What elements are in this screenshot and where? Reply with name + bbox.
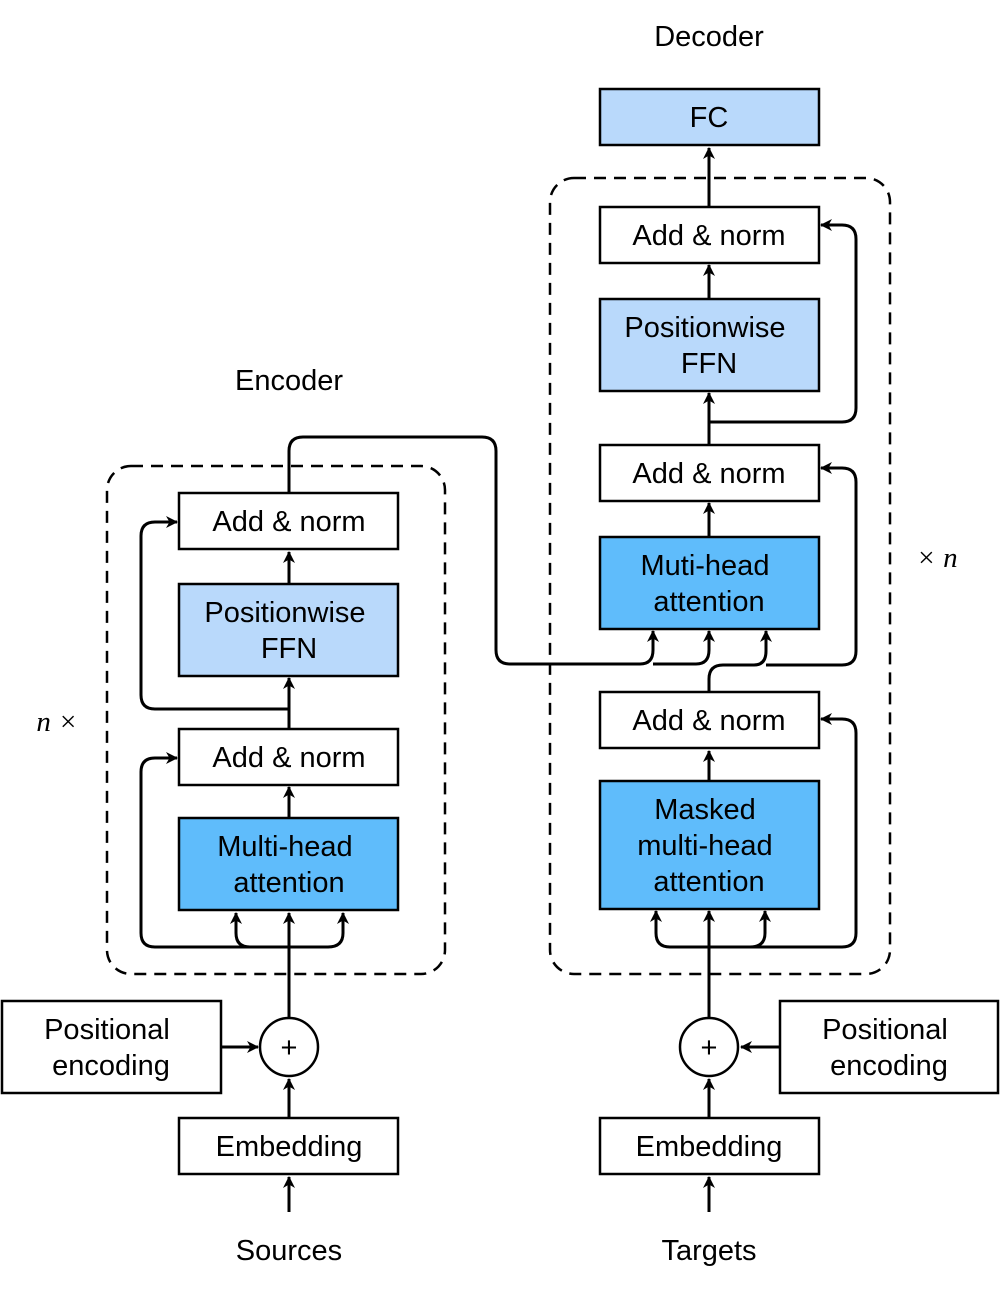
encoder-layer-region xyxy=(105,464,447,976)
encoder-ffn: Positionwise FFN xyxy=(177,582,400,678)
decoder-connectors xyxy=(650,147,858,1212)
svg-text:Positional encoding: Positional encoding xyxy=(44,1014,178,1082)
encoder-connectors xyxy=(139,435,715,1212)
encoder-add-norm-bottom-label: Add & norm xyxy=(212,742,365,774)
decoder-cross-attention: Muti-head attention xyxy=(598,535,821,631)
decoder-masked-line-1: Masked xyxy=(654,794,756,826)
decoder-embedding: Embedding xyxy=(598,1116,821,1176)
encoder-positional-line-2: encoding xyxy=(52,1050,170,1082)
decoder-ffn-line-2: FFN xyxy=(681,348,737,380)
decoder-masked-attention: Masked multi-head attention xyxy=(598,779,821,911)
decoder-positional-encoding: Positional encoding xyxy=(778,999,1000,1095)
decoder-repeat-label: × n xyxy=(916,542,957,574)
decoder-add-norm-mid: Add & norm xyxy=(598,443,821,503)
svg-text:Multi-head attention: Multi-head attention xyxy=(217,831,360,899)
svg-text:Muti-head attention: Muti-head attention xyxy=(640,550,777,618)
decoder-cross-attention-line-2: attention xyxy=(653,586,764,618)
encoder-add-norm-top: Add & norm xyxy=(177,491,400,551)
decoder-ffn-line-1: Positionwise xyxy=(624,312,785,344)
encoder-ffn-line-2: FFN xyxy=(261,633,317,665)
encoder-plus-sign: + xyxy=(281,1032,298,1064)
svg-text:Positionwise FFN: Positionwise FFN xyxy=(204,597,373,665)
svg-text:Masked multi-head: Masked multi-head attention xyxy=(637,794,780,898)
decoder-cross-attention-line-1: Muti-head xyxy=(640,550,769,582)
decoder-masked-line-2: multi-head xyxy=(637,830,772,862)
decoder-layer-region xyxy=(548,176,892,976)
encoder-positional-encoding: Positional encoding xyxy=(0,999,223,1095)
encoder-add-norm-top-label: Add & norm xyxy=(212,506,365,538)
decoder-positional-line-2: encoding xyxy=(830,1050,948,1082)
decoder-plus-node: + xyxy=(678,1016,740,1078)
encoder-attention-line-2: attention xyxy=(233,867,344,899)
decoder-fc-label: FC xyxy=(690,102,729,134)
encoder-attention-line-1: Multi-head xyxy=(217,831,352,863)
decoder-plus-sign: + xyxy=(701,1032,718,1064)
decoder-positional-line-1: Positional xyxy=(822,1014,948,1046)
encoder-positional-line-1: Positional xyxy=(44,1014,170,1046)
decoder-masked-line-3: attention xyxy=(653,866,764,898)
decoder-add-norm-mid-label: Add & norm xyxy=(632,458,785,490)
decoder-add-norm-top: Add & norm xyxy=(598,205,821,265)
encoder-plus-node: + xyxy=(258,1016,320,1078)
decoder-add-norm-top-label: Add & norm xyxy=(632,220,785,252)
decoder-input-label: Targets xyxy=(661,1235,756,1267)
encoder-attention: Multi-head attention xyxy=(177,816,400,912)
encoder-input-label: Sources xyxy=(236,1235,342,1267)
decoder-ffn: Positionwise FFN xyxy=(598,297,821,393)
encoder-embedding-label: Embedding xyxy=(216,1131,363,1163)
decoder-add-norm-bottom-label: Add & norm xyxy=(632,705,785,737)
encoder-ffn-line-1: Positionwise xyxy=(204,597,365,629)
decoder-title: Decoder xyxy=(654,21,764,53)
decoder-fc: FC xyxy=(598,87,821,147)
encoder-repeat-label: n × xyxy=(36,706,77,738)
decoder-add-norm-bottom: Add & norm xyxy=(598,690,821,750)
svg-text:Positional encoding: Positional encoding xyxy=(822,1014,956,1082)
decoder-embedding-label: Embedding xyxy=(636,1131,783,1163)
encoder-embedding: Embedding xyxy=(177,1116,400,1176)
encoder-add-norm-bottom: Add & norm xyxy=(177,727,400,787)
encoder-title: Encoder xyxy=(235,365,343,397)
svg-text:Positionwise FFN: Positionwise FFN xyxy=(624,312,793,380)
